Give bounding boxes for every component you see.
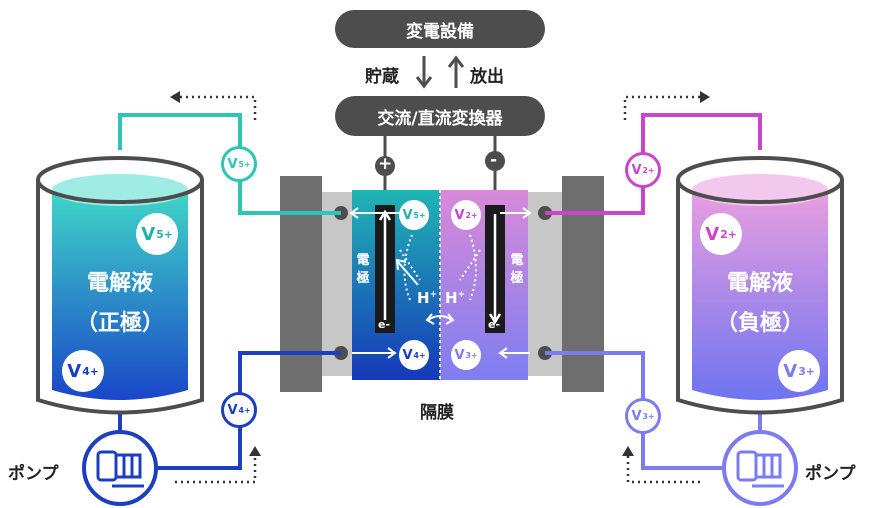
negative-terminal-icon (485, 151, 505, 171)
proton-left: H+ (417, 289, 438, 307)
left-pump-label: ポンプ (8, 464, 59, 484)
converter-label: 交流/直流変換器 (377, 108, 503, 129)
right-tank-title-2: （負極） (715, 311, 804, 336)
left-pump-icon (82, 430, 158, 506)
left-tank-title-2: （正極） (75, 311, 164, 336)
right-current-collector (528, 192, 562, 376)
discharge-arrow (447, 55, 465, 88)
plus-sign: + (378, 154, 393, 174)
membrane-label: 隔膜 (420, 403, 454, 423)
charge-label: 貯蔵 (365, 67, 399, 87)
left-electrode-label: 電極 (356, 253, 370, 286)
positive-terminal-icon (375, 156, 395, 176)
left-tank-title-1: 電解液 (86, 271, 153, 296)
left-end-plate (280, 176, 322, 392)
substation-label: 変電設備 (406, 21, 474, 42)
right-return-pipe (545, 113, 762, 215)
right-pump-label: ポンプ (805, 464, 856, 484)
charge-arrow (415, 56, 433, 89)
left-electron-label: e- (378, 318, 391, 331)
left-return-pipe (118, 113, 341, 215)
right-electrode-label: 電極 (510, 253, 524, 286)
right-pump-icon (722, 430, 798, 506)
minus-sign: - (490, 150, 498, 170)
substation-box: 変電設備 (335, 10, 545, 48)
converter-box: 交流/直流変換器 (335, 96, 545, 136)
right-electron-label: e- (488, 318, 501, 331)
discharge-label: 放出 (470, 67, 504, 87)
proton-right: H+ (445, 289, 466, 307)
cell-flow-arrows (349, 207, 532, 359)
right-tank-title-1: 電解液 (726, 271, 793, 296)
left-current-collector (322, 192, 352, 376)
right-end-plate (562, 176, 604, 392)
